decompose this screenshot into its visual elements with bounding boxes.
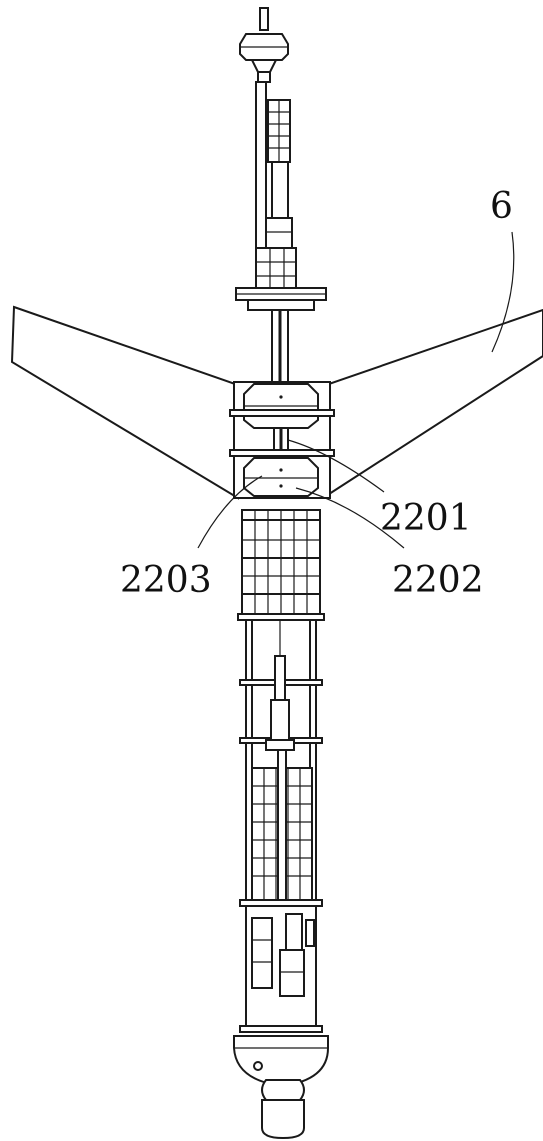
label-part-2202: 2202: [392, 560, 484, 601]
bottom-dome: [233, 1035, 329, 1088]
upper-pack: [237, 509, 325, 621]
label-part-2203: 2203: [120, 560, 212, 601]
leader-lines: [197, 231, 515, 549]
equipment-bay: [239, 905, 323, 1033]
leader-2201: [287, 439, 385, 493]
wing-left: [10, 305, 239, 500]
leader-2203: [197, 475, 263, 549]
mid-body: [229, 381, 335, 499]
top-flange: [235, 287, 327, 311]
label-part-6: 6: [490, 186, 513, 227]
instrument-column: [255, 99, 297, 289]
leader-2202: [295, 487, 405, 549]
central-shaft: [271, 309, 289, 383]
bottom-canister: [261, 1079, 305, 1140]
lower-pack: [239, 749, 323, 907]
frame-section: [239, 620, 323, 900]
leader-6: [491, 231, 515, 353]
wing-right: [325, 308, 543, 498]
label-part-2201: 2201: [380, 498, 472, 539]
